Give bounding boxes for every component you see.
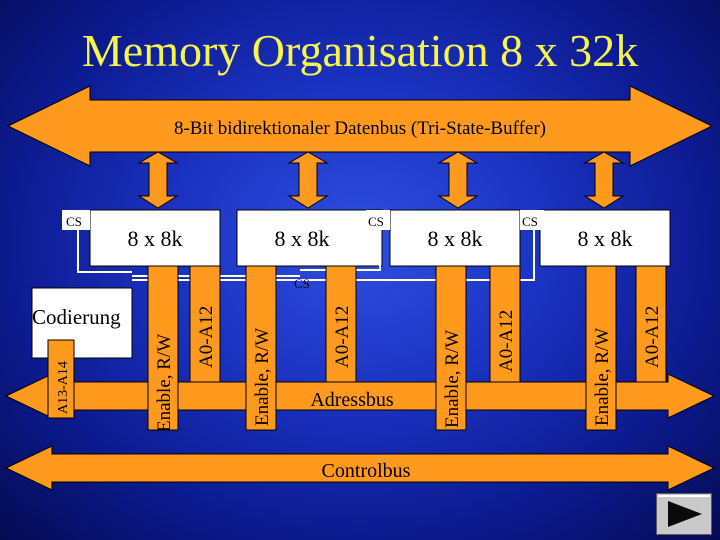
- decoder-input-tap: [47, 339, 75, 419]
- bus-tap-3: [245, 265, 277, 431]
- memory-chip-4-label: 8 x 8k: [578, 226, 633, 251]
- tap-label-4: A0-A12: [332, 306, 353, 368]
- address-bus-label: Adressbus: [310, 389, 394, 411]
- control-bus-arrow: [4, 445, 716, 491]
- decoder-input-label: A13-A14: [56, 361, 71, 414]
- tap-label-2: A0-A12: [196, 306, 217, 368]
- bus-tap-5: [435, 265, 467, 431]
- slide-title: Memory Organisation 8 x 32k: [81, 25, 639, 76]
- bus-tap-6: [489, 265, 521, 383]
- bus-tap-1: [147, 265, 179, 431]
- data-connector-4: [583, 151, 625, 209]
- tap-label-1: Enable, R/W: [154, 334, 175, 432]
- data-bus-arrow: [6, 85, 714, 167]
- cs-label-4: CS: [522, 214, 538, 229]
- memory-chip-3: [389, 209, 521, 267]
- bus-tap-4: [325, 265, 357, 383]
- tap-label-7: Enable, R/W: [592, 328, 613, 426]
- memory-chip-2: [236, 209, 383, 267]
- cs-white-1: [62, 210, 90, 230]
- tap-label-5: Enable, R/W: [442, 330, 463, 428]
- cs-label-2: CS: [294, 276, 310, 291]
- bus-tap-8: [635, 265, 667, 383]
- cs-label-1: CS: [66, 214, 82, 229]
- memory-chip-3-label: 8 x 8k: [428, 226, 483, 251]
- data-connector-2: [287, 151, 329, 209]
- bus-tap-7: [585, 265, 617, 431]
- memory-chip-1: [89, 209, 221, 267]
- bus-tap-2: [189, 265, 221, 383]
- memory-chip-2-label: 8 x 8k: [275, 226, 330, 251]
- control-bus-label: Controlbus: [322, 460, 411, 482]
- cs-line-1: [77, 230, 132, 273]
- tap-label-3: Enable, R/W: [252, 328, 273, 426]
- cs-white-4: [520, 210, 544, 230]
- data-connector-3: [437, 151, 479, 209]
- play-forward-icon: [668, 501, 702, 527]
- memory-chip-1-label: 8 x 8k: [128, 226, 183, 251]
- cs-white-3: [366, 210, 390, 230]
- decoder-label: Codierung: [32, 305, 121, 329]
- next-slide-button[interactable]: [656, 493, 712, 535]
- tap-label-6: A0-A12: [496, 310, 517, 372]
- data-bus-label: 8-Bit bidirektionaler Datenbus (Tri-Stat…: [174, 118, 546, 139]
- tap-label-8: A0-A12: [642, 306, 663, 368]
- cs-label-3: CS: [368, 214, 384, 229]
- data-connector-1: [137, 151, 179, 209]
